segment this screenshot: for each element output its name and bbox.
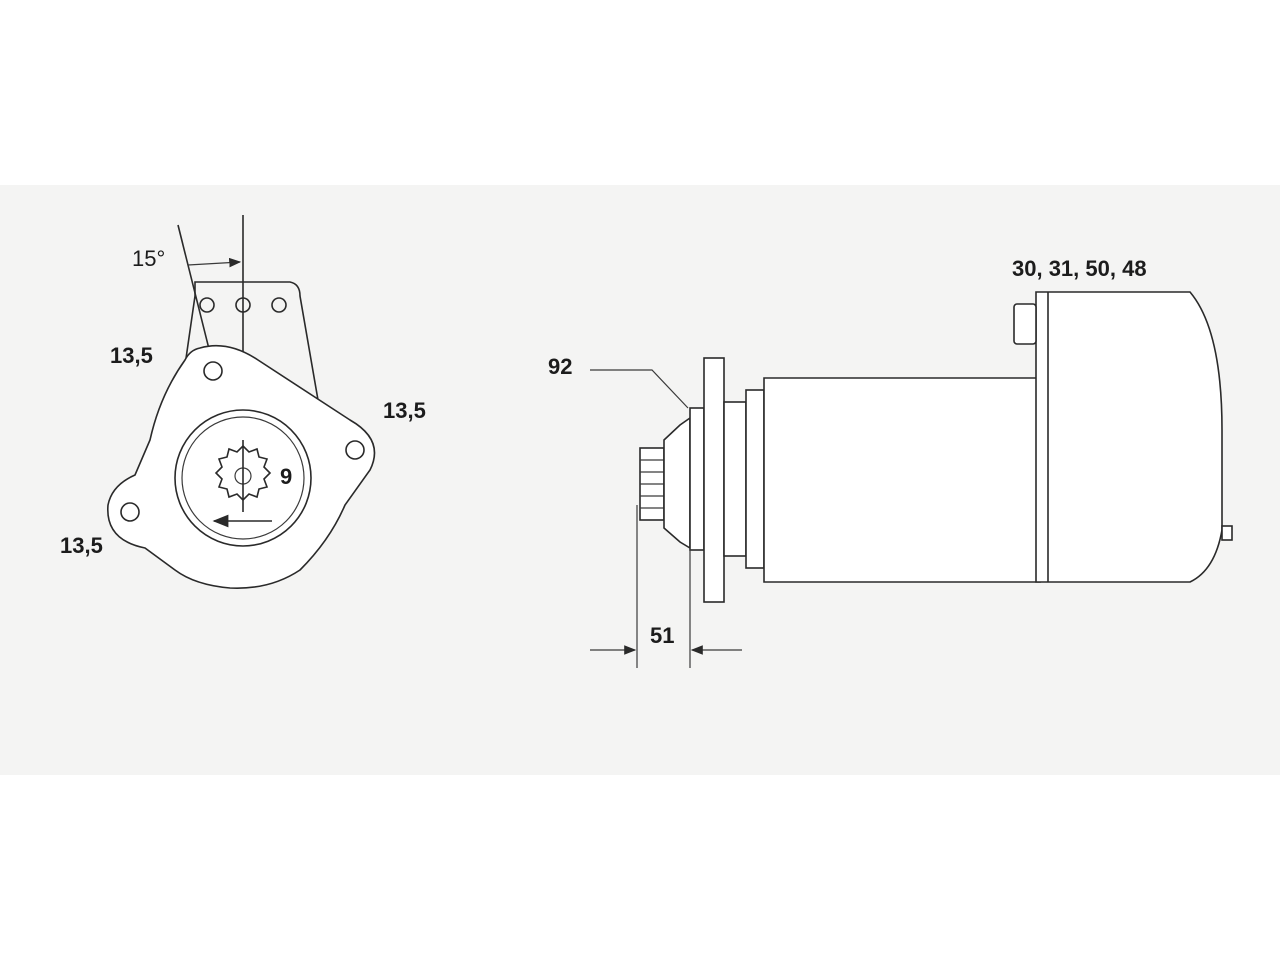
adapter-collar: [745, 389, 765, 569]
flange-plate: [703, 357, 725, 603]
side-view: 30, 31, 50, 48 92 51: [548, 256, 1233, 668]
bracket-hole-right: [271, 297, 287, 313]
nose-housing-inner: [181, 416, 305, 540]
end-housing: [1035, 291, 1223, 583]
terminal-label: 30, 31, 50, 48: [1012, 256, 1147, 281]
end-view: 15° 13,5 13,5 13,5 9: [60, 215, 426, 589]
flange-hole-right: [345, 440, 365, 460]
flange-label: 92: [548, 354, 572, 379]
flange-leader-line: [590, 369, 689, 409]
angle-label: 15°: [132, 246, 165, 271]
flange-hole-top: [203, 361, 223, 381]
angle-arrow: [187, 257, 242, 268]
nose-cone: [663, 416, 691, 550]
hole-label-top: 13,5: [110, 343, 153, 368]
terminal-stud: [1013, 303, 1037, 345]
dimension-label: 51: [650, 623, 674, 648]
bracket-hole-center: [235, 297, 251, 313]
bracket-hole-left: [199, 297, 215, 313]
motor-body: [763, 377, 1041, 583]
hole-label-right: 13,5: [383, 398, 426, 423]
flange-hole-left: [120, 502, 140, 522]
hole-label-bottom: 13,5: [60, 533, 103, 558]
rear-pin: [1221, 525, 1233, 541]
pinion-teeth-label: 9: [280, 464, 292, 489]
flange-inner-plate: [689, 407, 705, 551]
adapter-ring: [723, 401, 747, 557]
